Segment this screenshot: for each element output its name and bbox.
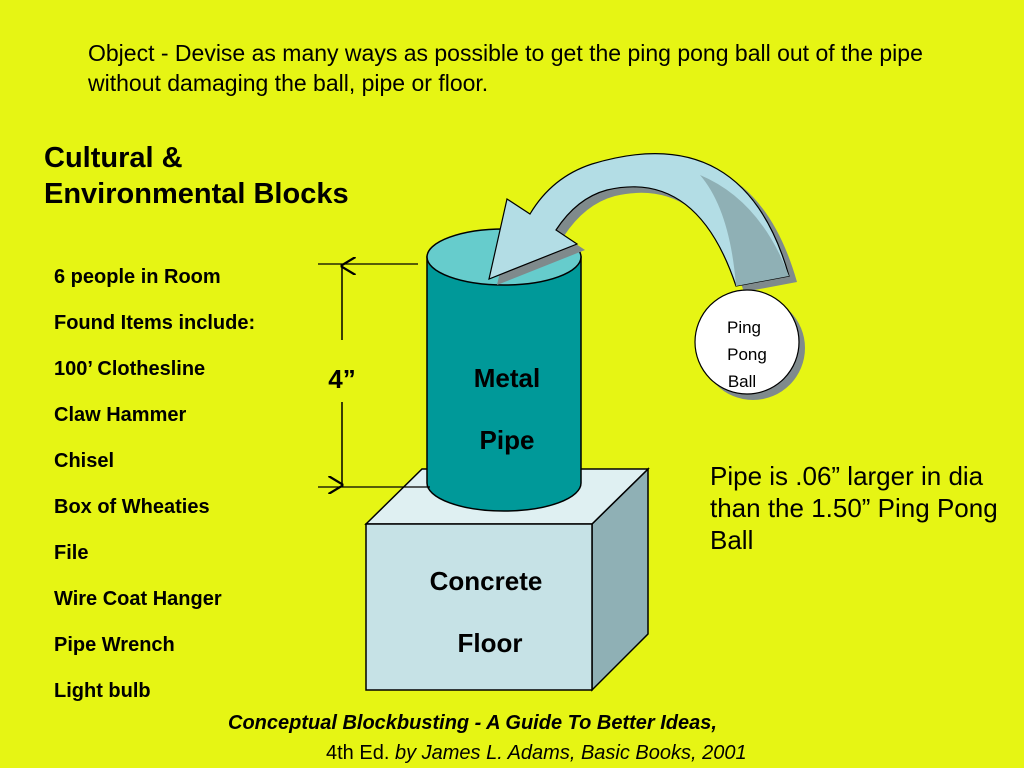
section-title: Cultural & Environmental Blocks xyxy=(44,140,424,212)
section-title-line1: Cultural & xyxy=(44,142,183,174)
list-item: File xyxy=(54,542,89,564)
list-item: Wire Coat Hanger xyxy=(54,588,222,610)
list-item: Claw Hammer xyxy=(54,404,187,426)
list-item: 100’ Clothesline xyxy=(54,358,206,380)
citation-detail: 4th Ed. by James L. Adams, Basic Books, … xyxy=(326,738,747,768)
height-label: 4” xyxy=(328,364,355,394)
list-item: Chisel xyxy=(54,450,115,472)
pipe-label-line2: Pipe xyxy=(480,425,535,455)
list-item: Found Items include: xyxy=(54,312,256,334)
citation-edition: 4th Ed. xyxy=(326,742,390,764)
ball-label-line3: Ball xyxy=(728,372,756,391)
ball-label-line1: Ping xyxy=(727,318,761,337)
floor-label-line2: Floor xyxy=(458,628,523,658)
objective-text: Object - Devise as many ways as possible… xyxy=(88,40,923,96)
ball-label-line2: Pong xyxy=(727,345,767,364)
list-item: Pipe Wrench xyxy=(54,634,175,656)
pipe-size-note: Pipe is .06” larger in dia than the 1.50… xyxy=(710,461,998,555)
arrow-inner-shade xyxy=(700,175,789,286)
list-item: 6 people in Room xyxy=(54,266,221,288)
section-title-line2: Environmental Blocks xyxy=(44,178,349,210)
pipe-label-line1: Metal xyxy=(474,363,540,393)
list-item: Light bulb xyxy=(54,680,151,702)
pipe-body xyxy=(426,256,582,512)
citation-author: by James L. Adams, Basic Books, 2001 xyxy=(394,742,747,764)
ping-pong-ball xyxy=(694,289,805,400)
floor-label-line1: Concrete xyxy=(430,566,543,596)
curved-arrow xyxy=(488,153,797,292)
floor-front-face xyxy=(365,523,593,691)
found-items-list: 6 people in Room Found Items include: 10… xyxy=(54,254,255,714)
height-dimension xyxy=(318,264,430,487)
citation-title: Conceptual Blockbusting - A Guide To Bet… xyxy=(228,712,717,734)
list-item: Box of Wheaties xyxy=(54,496,210,518)
ball-circle xyxy=(694,289,800,395)
